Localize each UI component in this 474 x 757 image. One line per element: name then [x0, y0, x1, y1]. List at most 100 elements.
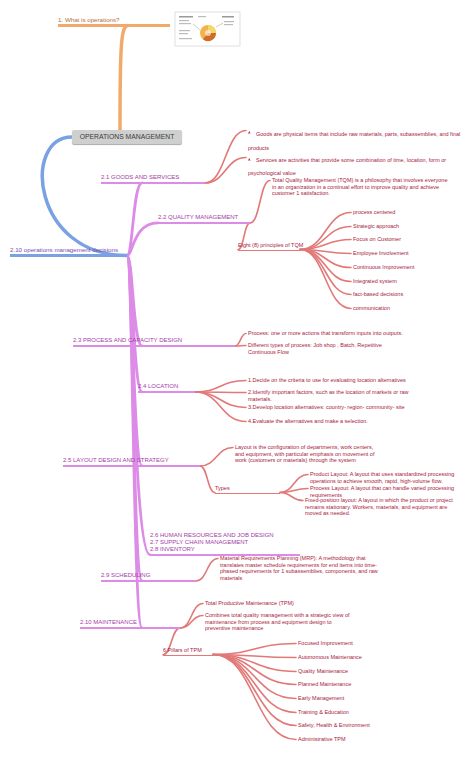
branch-connector — [195, 381, 246, 393]
node-label: Quality Maintenance — [298, 668, 418, 675]
branch-connector — [213, 655, 296, 726]
subtopic-text: Employee Involvement — [353, 250, 463, 257]
node-label: Process Layout: A layout that can handle… — [310, 485, 460, 498]
hub-topic: 2.10 operations management decisions — [10, 246, 127, 257]
node-label: Material Requirements Planning (MRP): A … — [220, 555, 380, 581]
node-label: OPERATIONS MANAGEMENT — [72, 130, 182, 144]
branch-connector — [235, 345, 246, 347]
branch-connector — [213, 655, 296, 699]
subtopic-text: Total Quality Management (TQM) is a phil… — [272, 177, 452, 197]
branch-connector — [127, 223, 158, 256]
node-label: 2.8 INVENTORY — [150, 546, 300, 553]
node-label: Combines total quality management with a… — [205, 612, 355, 632]
branch-connector — [300, 250, 351, 309]
subtopic-text: process centered — [353, 209, 463, 216]
branch-connector — [180, 616, 203, 629]
node-label: 2.10 MAINTENANCE — [80, 619, 180, 626]
node-label: 3.Develop location alternatives: country… — [248, 404, 453, 411]
subtopic-text: Goods are physical items that include ra… — [248, 127, 463, 155]
node-label: 6 Pillars of TPM — [163, 647, 213, 654]
subtopic-text: Strategic approach — [353, 223, 463, 230]
node-label: Planned Maintenance — [298, 681, 418, 688]
branch-connector — [196, 559, 218, 582]
node-label: Safety, Health & Environment — [298, 722, 418, 729]
node-label: Focused Improvement — [298, 640, 418, 647]
node-label: Types — [215, 485, 280, 492]
node-label: Employee Involvement — [353, 250, 463, 257]
node-label: 4.Evaluate the alternatives and make a s… — [248, 418, 453, 425]
branch-connector — [250, 181, 270, 224]
topic-branch: 2.1 GOODS AND SERVICES — [101, 174, 205, 184]
topic-branch: 2.3 PROCESS AND CAPACITY DESIGN — [73, 337, 235, 347]
topic-branch: 2.9 SCHEDULING — [101, 572, 196, 582]
subtopic-text: Layout is the configuration of departmen… — [235, 444, 380, 464]
node-label: Continuous Improvement — [353, 264, 463, 271]
subtopic-text: Combines total quality management with a… — [205, 612, 355, 632]
branch-connector — [213, 655, 296, 713]
branch-connector — [280, 475, 308, 493]
topic-branch: 2.4 LOCATION — [138, 383, 195, 393]
subtopic-text: 1.Decide on the criteria to use for eval… — [248, 377, 453, 384]
branch-connector — [195, 392, 246, 408]
topic-branch: 1. What is operations? — [58, 16, 170, 27]
subtopic-text: communication — [353, 305, 463, 312]
subtopic-branch: Types — [215, 485, 280, 494]
subtopic-text: Focused Improvement — [298, 640, 418, 647]
node-label: process centered — [353, 209, 463, 216]
subtopic-text: 2.Identify important factors, such as th… — [248, 389, 413, 402]
node-label: communication — [353, 305, 463, 312]
thumbnail-image — [175, 12, 240, 46]
node-label: Eight (8) principles of TQM — [238, 242, 300, 249]
subtopic-branch: Eight (8) principles of TQM — [238, 242, 300, 251]
subtopic-text: Total Productive Maintenance (TPM) — [205, 600, 335, 607]
subtopic-text: Material Requirements Planning (MRP): A … — [220, 555, 380, 581]
node-label: Different types of process: Job shop , B… — [248, 342, 398, 355]
node-label: Layout is the configuration of departmen… — [235, 444, 380, 464]
subtopic-text: Integrated system — [353, 278, 463, 285]
topic-branch: 2.10 MAINTENANCE — [80, 619, 180, 629]
branch-connector — [180, 604, 203, 629]
node-label: 2.4 LOCATION — [138, 383, 195, 390]
branch-connector — [205, 158, 246, 184]
branch-connector — [300, 213, 351, 250]
node-label: Integrated system — [353, 278, 463, 285]
node-label: Process: one or more actions that transf… — [248, 330, 453, 337]
subtopic-text: Planned Maintenance — [298, 681, 418, 688]
subtopic-text: Administrative TPM — [298, 736, 418, 743]
subtopic-text: Safety, Health & Environment — [298, 722, 418, 729]
branch-connector — [300, 250, 351, 282]
central-topic: OPERATIONS MANAGEMENT — [72, 130, 182, 144]
subtopic-text: Focus on Customer — [353, 236, 463, 243]
subtopic-text: Different types of process: Job shop , B… — [248, 342, 398, 355]
node-label: Product Layout: A layout that uses stand… — [310, 471, 460, 484]
topic-branch: 2.5 LAYOUT DESIGN AND STRATEGY — [63, 457, 200, 467]
node-label: Total Quality Management (TQM) is a phil… — [272, 177, 452, 197]
node-label: Fixed-position layout: A layout in which… — [305, 497, 460, 517]
subtopic-text: Early Management — [298, 695, 418, 702]
subtopic-text: Continuous Improvement — [353, 264, 463, 271]
node-label: 2.9 SCHEDULING — [101, 572, 196, 579]
branch-connector — [42, 137, 127, 256]
branch-connector — [213, 644, 296, 655]
branch-connector — [300, 240, 351, 250]
node-label: Total Productive Maintenance (TPM) — [205, 600, 335, 607]
bullet-triangle — [248, 158, 251, 161]
node-label: 2.6 HUMAN RESOURCES AND JOB DESIGN — [150, 532, 300, 539]
node-label: 2.10 operations management decisions — [10, 246, 127, 253]
node-label: Administrative TPM — [298, 736, 418, 743]
node-label: 2.3 PROCESS AND CAPACITY DESIGN — [73, 337, 235, 344]
node-label: Early Management — [298, 695, 418, 702]
subtopic-branch: 6 Pillars of TPM — [163, 647, 213, 656]
subtopic-text: Process Layout: A layout that can handle… — [310, 485, 460, 498]
subtopic-text: 3.Develop location alternatives: country… — [248, 404, 453, 411]
node-label: Focus on Customer — [353, 236, 463, 243]
node-label: Services are activities that provide som… — [248, 154, 463, 180]
branch-connector — [205, 131, 246, 184]
subtopic-text: Quality Maintenance — [298, 668, 418, 675]
subtopic-text: 4.Evaluate the alternatives and make a s… — [248, 418, 453, 425]
node-label: 1.Decide on the criteria to use for eval… — [248, 377, 453, 384]
branch-connector — [300, 250, 351, 295]
node-label: 2.7 SUPPLY CHAIN MANAGEMENT — [150, 539, 300, 546]
branch-connector — [300, 227, 351, 250]
